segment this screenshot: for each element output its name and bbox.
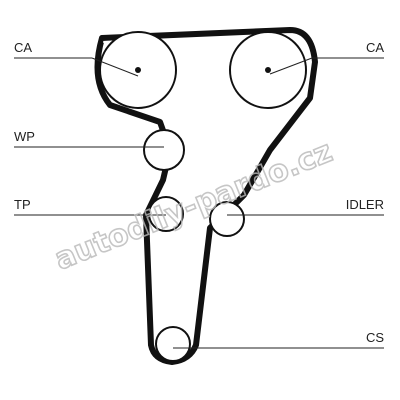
pulley-cs [155,326,191,362]
label-tp: TP [14,197,31,212]
leader-ca-right-diag [269,57,313,75]
pulley-ca-left-hub [135,67,141,73]
pulley-ca-right [229,31,307,109]
label-wp: WP [14,129,35,144]
pulley-wp [143,129,185,171]
timing-belt [94,27,318,365]
pulley-ca-right-hub [265,67,271,73]
pulley-ca-left [99,31,177,109]
watermark: autodily-pardo.cz [50,134,337,277]
leader-ca-left-diag [91,57,139,77]
label-idler: IDLER [346,197,384,212]
label-ca-right: CA [366,40,384,55]
label-ca-left: CA [14,40,32,55]
label-cs: CS [366,330,384,345]
pulley-tp [148,196,184,232]
pulley-idler [209,201,245,237]
